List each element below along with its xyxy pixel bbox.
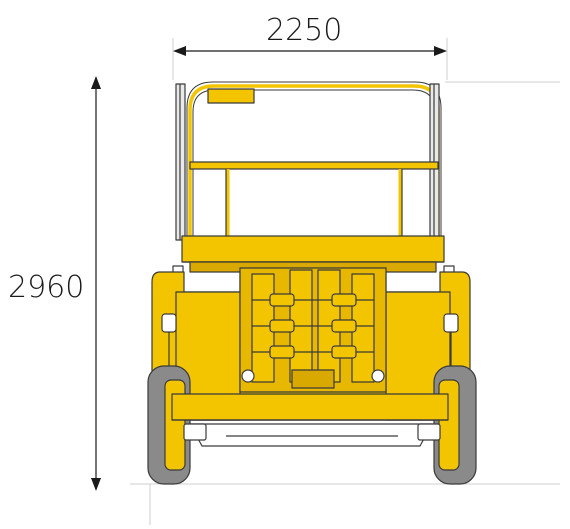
scissor-pin-right xyxy=(371,369,385,383)
guardrail xyxy=(175,81,442,241)
height-arrow-top xyxy=(91,76,101,89)
width-dimension-label: 2250 xyxy=(266,13,342,48)
guardrail-top-arch-outline xyxy=(186,81,442,240)
width-arrow-left xyxy=(173,46,186,56)
axle-beam xyxy=(189,423,433,447)
scissor-lift xyxy=(147,81,477,485)
scissor-mechanism xyxy=(239,267,387,393)
scissor-base-block xyxy=(291,369,335,389)
scissor-joint-5 xyxy=(269,345,295,359)
height-arrow-bottom xyxy=(91,478,101,491)
scissor-pin-left xyxy=(241,369,255,383)
height-dimension xyxy=(91,76,101,491)
width-dimension xyxy=(173,46,447,56)
scissor-joint-6 xyxy=(331,345,357,359)
scissor-joint-1 xyxy=(269,293,295,307)
height-dimension-label: 2960 xyxy=(8,270,84,305)
control-box xyxy=(207,88,255,104)
right-hub xyxy=(417,423,441,441)
guardrail-mid-rail xyxy=(189,161,439,170)
right-fitting xyxy=(443,313,459,333)
front-bumper xyxy=(171,393,449,421)
undercarriage xyxy=(183,423,441,447)
left-hub xyxy=(183,423,207,441)
platform-deck xyxy=(181,235,445,263)
scissor-joint-3 xyxy=(269,319,295,333)
scissor-joint-2 xyxy=(331,293,357,307)
left-fitting xyxy=(161,313,177,333)
extension-lines xyxy=(130,38,560,525)
width-arrow-right xyxy=(434,46,447,56)
scissor-joint-4 xyxy=(331,319,357,333)
